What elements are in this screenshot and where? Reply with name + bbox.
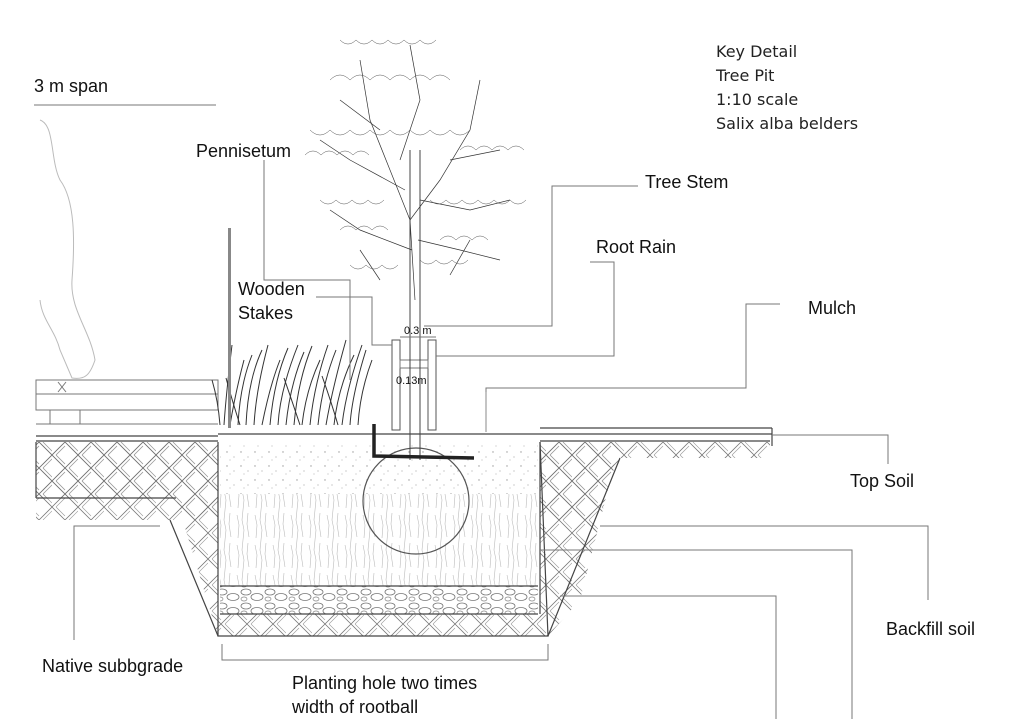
pennisetum-grass <box>211 339 373 426</box>
wooden-stakes <box>228 228 437 431</box>
key-scale: 1:10 scale <box>716 90 798 109</box>
pennisetum-label: Pennisetum <box>196 141 291 161</box>
wooden-stakes-label-line1: Wooden <box>238 279 305 299</box>
planting-hole-label-line2: width of rootball <box>291 697 418 717</box>
paving-left <box>35 379 219 425</box>
native-subgrade-hatch <box>36 442 770 636</box>
root-rain-pipe <box>372 424 475 460</box>
mulch-label: Mulch <box>808 298 856 318</box>
dimension-0-3m: 0.3 m <box>404 325 432 337</box>
backfill-roots <box>220 494 538 586</box>
key-title: Key Detail <box>716 42 797 61</box>
dimension-0-13m: 0.13m <box>396 375 427 387</box>
key-subject: Tree Pit <box>715 66 774 85</box>
topsoil-fill <box>220 444 538 494</box>
leader-lines <box>34 104 929 719</box>
person-silhouette <box>39 119 96 379</box>
span-label: 3 m span <box>34 76 108 96</box>
ground-lines <box>35 427 773 637</box>
tree-canopy <box>319 44 511 301</box>
tree-foliage <box>304 39 527 270</box>
native-subgrade-label: Native subbgrade <box>42 656 183 676</box>
root-rain-label: Root Rain <box>596 237 676 257</box>
gravel-drainage <box>220 586 538 614</box>
planting-hole-label-line1: Planting hole two times <box>292 673 477 693</box>
tree-stem-label: Tree Stem <box>645 172 728 192</box>
backfill-soil-label: Backfill soil <box>886 619 975 639</box>
key-detail-block: Key Detail Tree Pit 1:10 scale Salix alb… <box>715 42 858 133</box>
top-soil-label: Top Soil <box>850 471 914 491</box>
key-species: Salix alba belders <box>716 114 858 133</box>
tree-stem <box>409 150 421 460</box>
wooden-stakes-label-line2: Stakes <box>238 303 293 323</box>
rootball <box>362 447 470 555</box>
